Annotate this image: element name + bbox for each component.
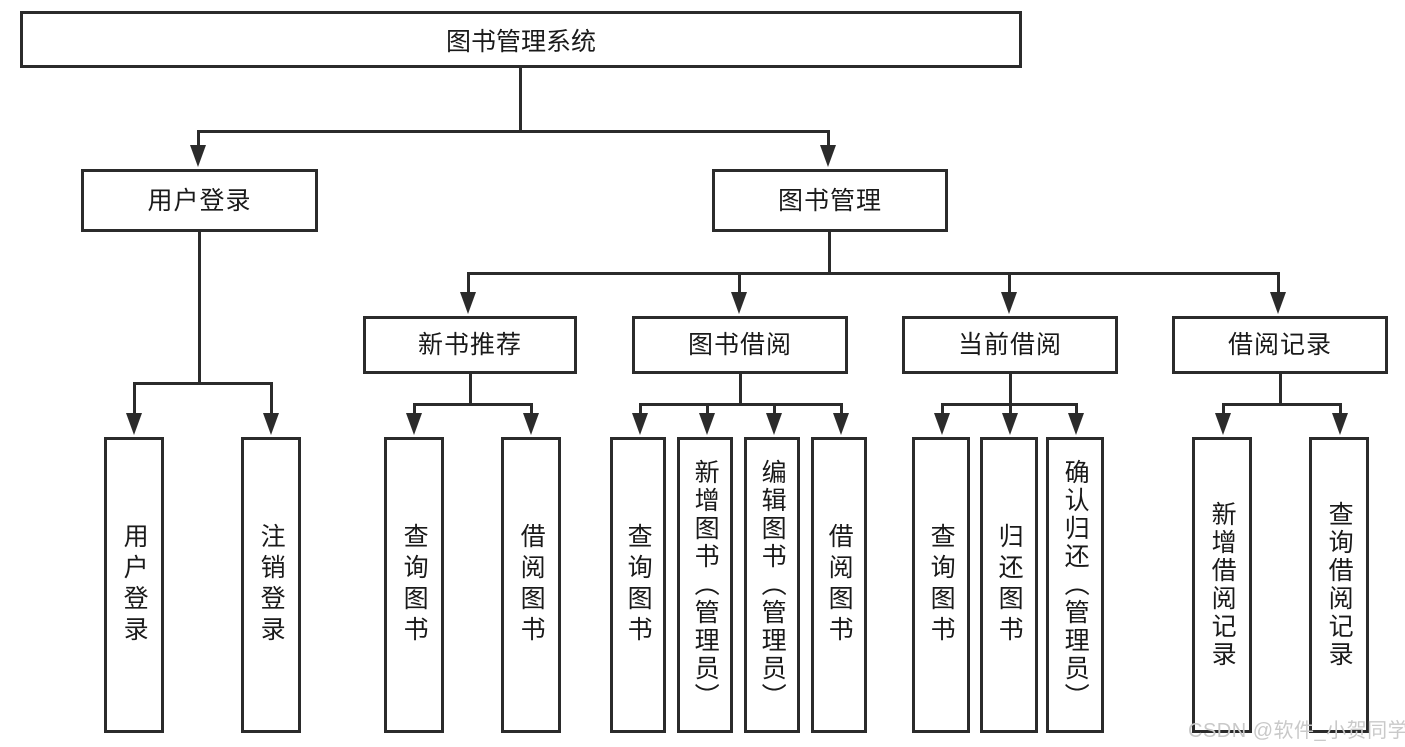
node-label: 图书管理 xyxy=(777,186,882,215)
arrow-new-book-to-leaf-2 xyxy=(523,413,539,435)
connector-root-bus xyxy=(197,130,829,133)
connector-root-trunk xyxy=(519,68,522,132)
arrow-root-to-book-management xyxy=(820,145,836,167)
connector-borrow-record-to-leaf-1 xyxy=(1222,403,1225,415)
leaf-query-book-recommend[interactable]: 查询图书 xyxy=(384,437,444,733)
arrow-bm-to-book-borrow xyxy=(731,292,747,314)
connector-bm-to-borrow-record xyxy=(1277,272,1280,294)
leaf-label: 借阅图书 xyxy=(825,523,854,647)
connector-book-management-trunk xyxy=(828,232,831,274)
node-label: 图书管理系统 xyxy=(445,27,596,56)
connector-current-borrow-to-leaf-2 xyxy=(1009,403,1012,415)
leaf-query-book-borrow[interactable]: 查询图书 xyxy=(610,437,666,733)
node-borrow-record[interactable]: 借阅记录 xyxy=(1172,316,1388,374)
arrow-bm-to-new-book xyxy=(460,292,476,314)
leaf-label: 查询借阅记录 xyxy=(1325,501,1354,669)
node-book-borrow[interactable]: 图书借阅 xyxy=(632,316,848,374)
leaf-user-logout[interactable]: 注销登录 xyxy=(241,437,301,733)
connector-book-borrow-to-leaf-2 xyxy=(706,403,709,415)
arrow-borrow-record-to-leaf-1 xyxy=(1215,413,1231,435)
leaf-add-book-admin[interactable]: 新增图书（管理员） xyxy=(677,437,733,733)
arrow-current-borrow-to-leaf-2 xyxy=(1002,413,1018,435)
connector-book-borrow-trunk xyxy=(739,374,742,405)
connector-current-borrow-trunk xyxy=(1009,374,1012,405)
leaf-query-book-current[interactable]: 查询图书 xyxy=(912,437,970,733)
node-label: 借阅记录 xyxy=(1227,331,1332,359)
leaf-borrow-book[interactable]: 借阅图书 xyxy=(811,437,867,733)
arrow-bm-to-borrow-record xyxy=(1270,292,1286,314)
node-label: 新书推荐 xyxy=(417,331,522,359)
connector-book-borrow-to-leaf-1 xyxy=(639,403,642,415)
leaf-label: 新增借阅记录 xyxy=(1208,501,1237,669)
connector-user-login-to-leaf-2 xyxy=(270,382,273,415)
connector-borrow-record-bus xyxy=(1222,403,1342,406)
connector-new-book-bus xyxy=(413,403,533,406)
connector-current-borrow-to-leaf-1 xyxy=(941,403,944,415)
connector-current-borrow-to-leaf-3 xyxy=(1075,403,1078,415)
csdn-watermark: CSDN @软件_小贺同学 xyxy=(1188,720,1405,742)
arrow-book-borrow-to-leaf-3 xyxy=(766,413,782,435)
arrow-current-borrow-to-leaf-1 xyxy=(934,413,950,435)
connector-new-book-trunk xyxy=(469,374,472,405)
connector-bm-to-book-borrow xyxy=(738,272,741,294)
connector-new-book-to-leaf-2 xyxy=(530,403,533,415)
connector-user-login-trunk xyxy=(198,232,201,384)
arrow-user-login-to-leaf-1 xyxy=(126,413,142,435)
node-current-borrow[interactable]: 当前借阅 xyxy=(902,316,1118,374)
leaf-label: 查询图书 xyxy=(624,523,653,647)
leaf-query-borrow-record[interactable]: 查询借阅记录 xyxy=(1309,437,1369,733)
connector-book-borrow-bus xyxy=(639,403,843,406)
arrow-book-borrow-to-leaf-2 xyxy=(699,413,715,435)
connector-bm-to-current-borrow xyxy=(1008,272,1011,294)
leaf-label: 查询图书 xyxy=(400,523,429,647)
leaf-label: 查询图书 xyxy=(927,523,956,647)
connector-user-login-bus xyxy=(133,382,273,385)
connector-book-management-bus xyxy=(467,272,1280,275)
node-book-management-system[interactable]: 图书管理系统 xyxy=(20,11,1022,68)
leaf-label: 新增图书（管理员） xyxy=(691,459,720,711)
connector-borrow-record-trunk xyxy=(1279,374,1282,405)
arrow-bm-to-current-borrow xyxy=(1001,292,1017,314)
connector-new-book-to-leaf-1 xyxy=(413,403,416,415)
connector-user-login-to-leaf-1 xyxy=(133,382,136,415)
arrow-book-borrow-to-leaf-4 xyxy=(833,413,849,435)
arrow-current-borrow-to-leaf-3 xyxy=(1068,413,1084,435)
node-label: 图书借阅 xyxy=(687,331,792,359)
connector-root-to-book-management xyxy=(827,130,830,147)
leaf-label: 归还图书 xyxy=(995,523,1024,647)
arrow-new-book-to-leaf-1 xyxy=(406,413,422,435)
leaf-label: 确认归还（管理员） xyxy=(1061,459,1090,711)
node-book-management[interactable]: 图书管理 xyxy=(712,169,948,232)
leaf-edit-book-admin[interactable]: 编辑图书（管理员） xyxy=(744,437,800,733)
arrow-user-login-to-leaf-2 xyxy=(263,413,279,435)
arrow-root-to-user-login xyxy=(190,145,206,167)
leaf-borrow-book-recommend[interactable]: 借阅图书 xyxy=(501,437,561,733)
leaf-label: 编辑图书（管理员） xyxy=(758,459,787,711)
leaf-label: 借阅图书 xyxy=(517,523,546,647)
connector-root-to-user-login xyxy=(197,130,200,147)
leaf-label: 注销登录 xyxy=(257,523,286,647)
leaf-label: 用户登录 xyxy=(120,523,149,647)
leaf-add-borrow-record[interactable]: 新增借阅记录 xyxy=(1192,437,1252,733)
arrow-borrow-record-to-leaf-2 xyxy=(1332,413,1348,435)
leaf-return-book[interactable]: 归还图书 xyxy=(980,437,1038,733)
leaf-confirm-return-admin[interactable]: 确认归还（管理员） xyxy=(1046,437,1104,733)
connector-book-borrow-to-leaf-4 xyxy=(840,403,843,415)
node-new-book-recommend[interactable]: 新书推荐 xyxy=(363,316,577,374)
node-label: 当前借阅 xyxy=(957,331,1062,359)
leaf-user-login[interactable]: 用户登录 xyxy=(104,437,164,733)
arrow-book-borrow-to-leaf-1 xyxy=(632,413,648,435)
connector-borrow-record-to-leaf-2 xyxy=(1339,403,1342,415)
connector-bm-to-new-book xyxy=(467,272,470,294)
node-label: 用户登录 xyxy=(147,186,252,215)
connector-book-borrow-to-leaf-3 xyxy=(773,403,776,415)
node-user-login[interactable]: 用户登录 xyxy=(81,169,318,232)
